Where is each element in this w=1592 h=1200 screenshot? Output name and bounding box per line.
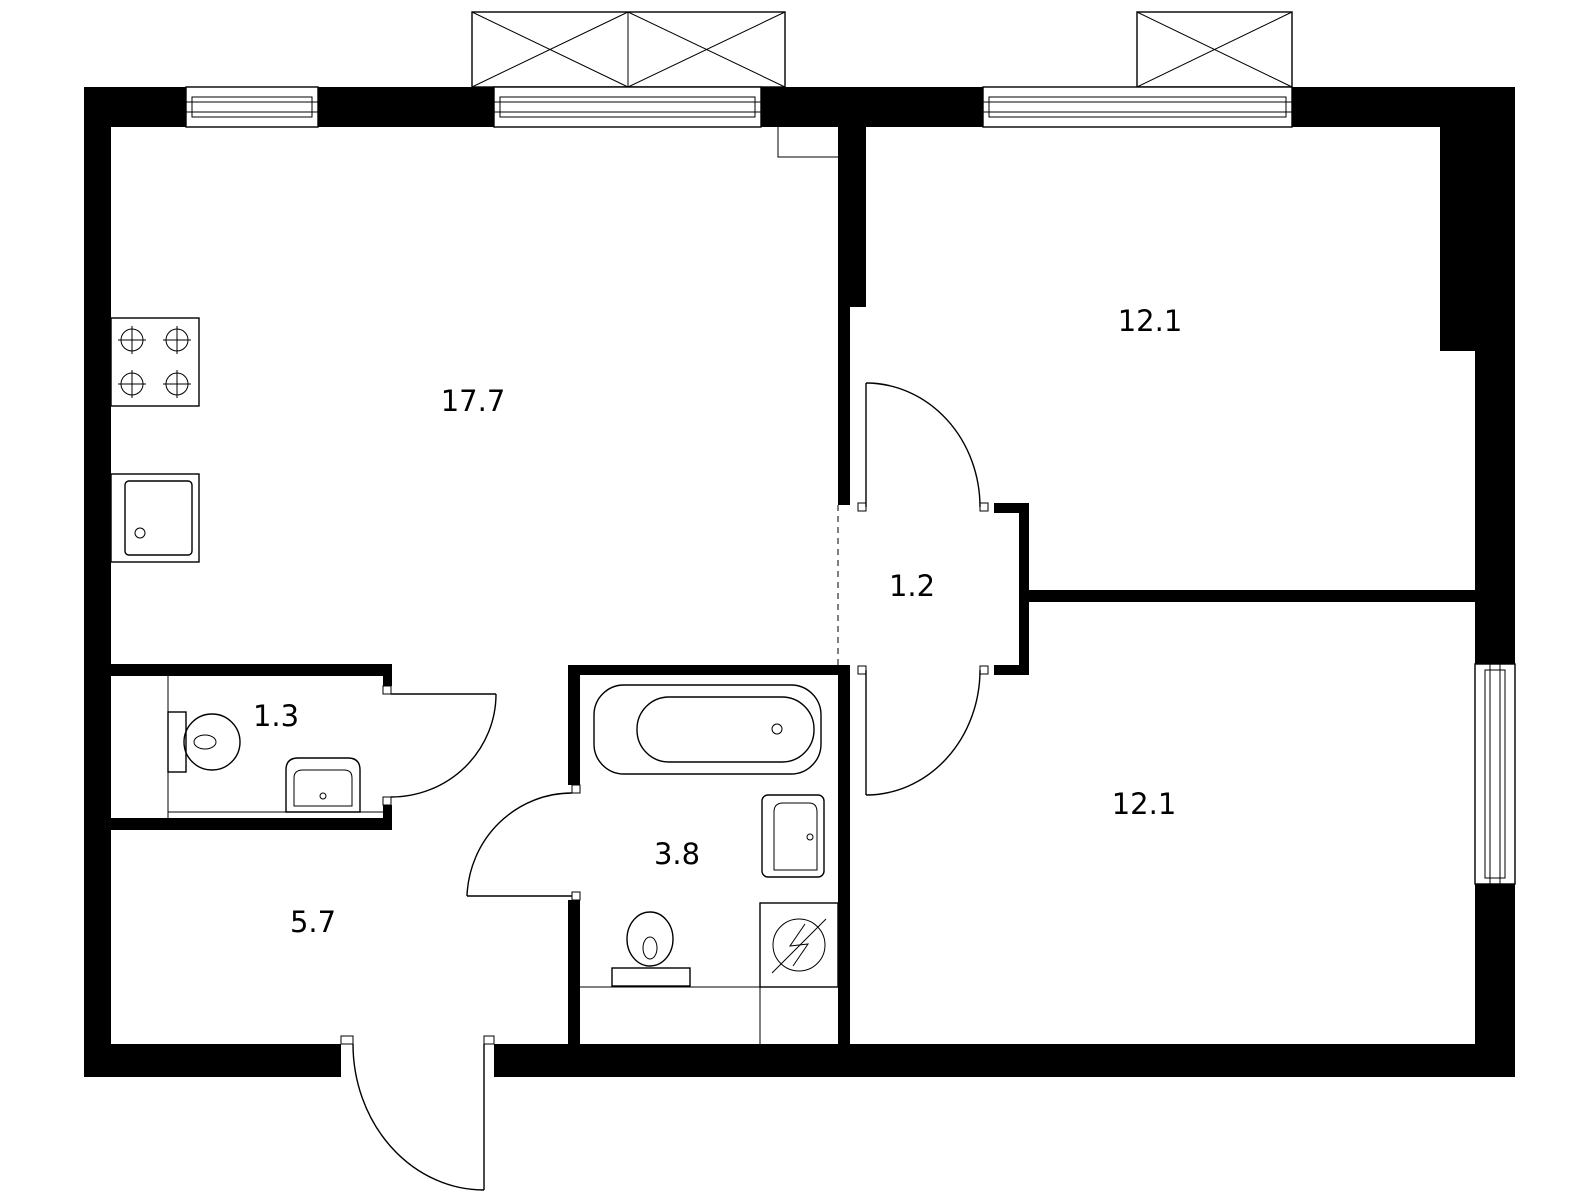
door-bedroom-bottom <box>857 665 989 796</box>
room-area-bathroom: 3.8 <box>654 837 700 871</box>
shaft-outline <box>777 127 838 158</box>
toilet-room-fixtures <box>167 676 383 818</box>
outer-walls <box>84 87 1515 1077</box>
window-top-2 <box>493 86 762 128</box>
room-area-toilet: 1.3 <box>253 699 299 733</box>
washing-machine-icon <box>759 902 839 988</box>
toilet-icon <box>167 711 241 773</box>
door-toilet <box>382 685 497 806</box>
stove-icon <box>110 317 200 407</box>
bathtub-icon <box>593 684 822 775</box>
room-area-bedroom-top: 12.1 <box>1118 304 1183 338</box>
balcony-left <box>471 11 786 88</box>
bath-washbasin-icon <box>761 794 825 878</box>
door-bathroom <box>466 784 581 901</box>
door-entrance <box>340 1035 495 1191</box>
washbasin-icon <box>285 757 361 813</box>
room-area-bedroom-bottom: 12.1 <box>1112 787 1177 821</box>
door-bedroom-top <box>857 382 989 512</box>
window-right <box>1474 663 1516 885</box>
kitchen-sink-icon <box>110 473 200 563</box>
window-top-3 <box>982 86 1293 128</box>
balcony-right <box>1136 11 1293 88</box>
window-top-1 <box>185 86 319 128</box>
interior-walls <box>111 127 1475 1044</box>
bathroom-counter <box>580 986 838 1044</box>
bath-toilet-icon <box>611 911 691 987</box>
room-area-corridor: 1.2 <box>889 569 935 603</box>
room-area-kitchen-living: 17.7 <box>441 384 506 418</box>
room-area-hallway: 5.7 <box>290 905 336 939</box>
